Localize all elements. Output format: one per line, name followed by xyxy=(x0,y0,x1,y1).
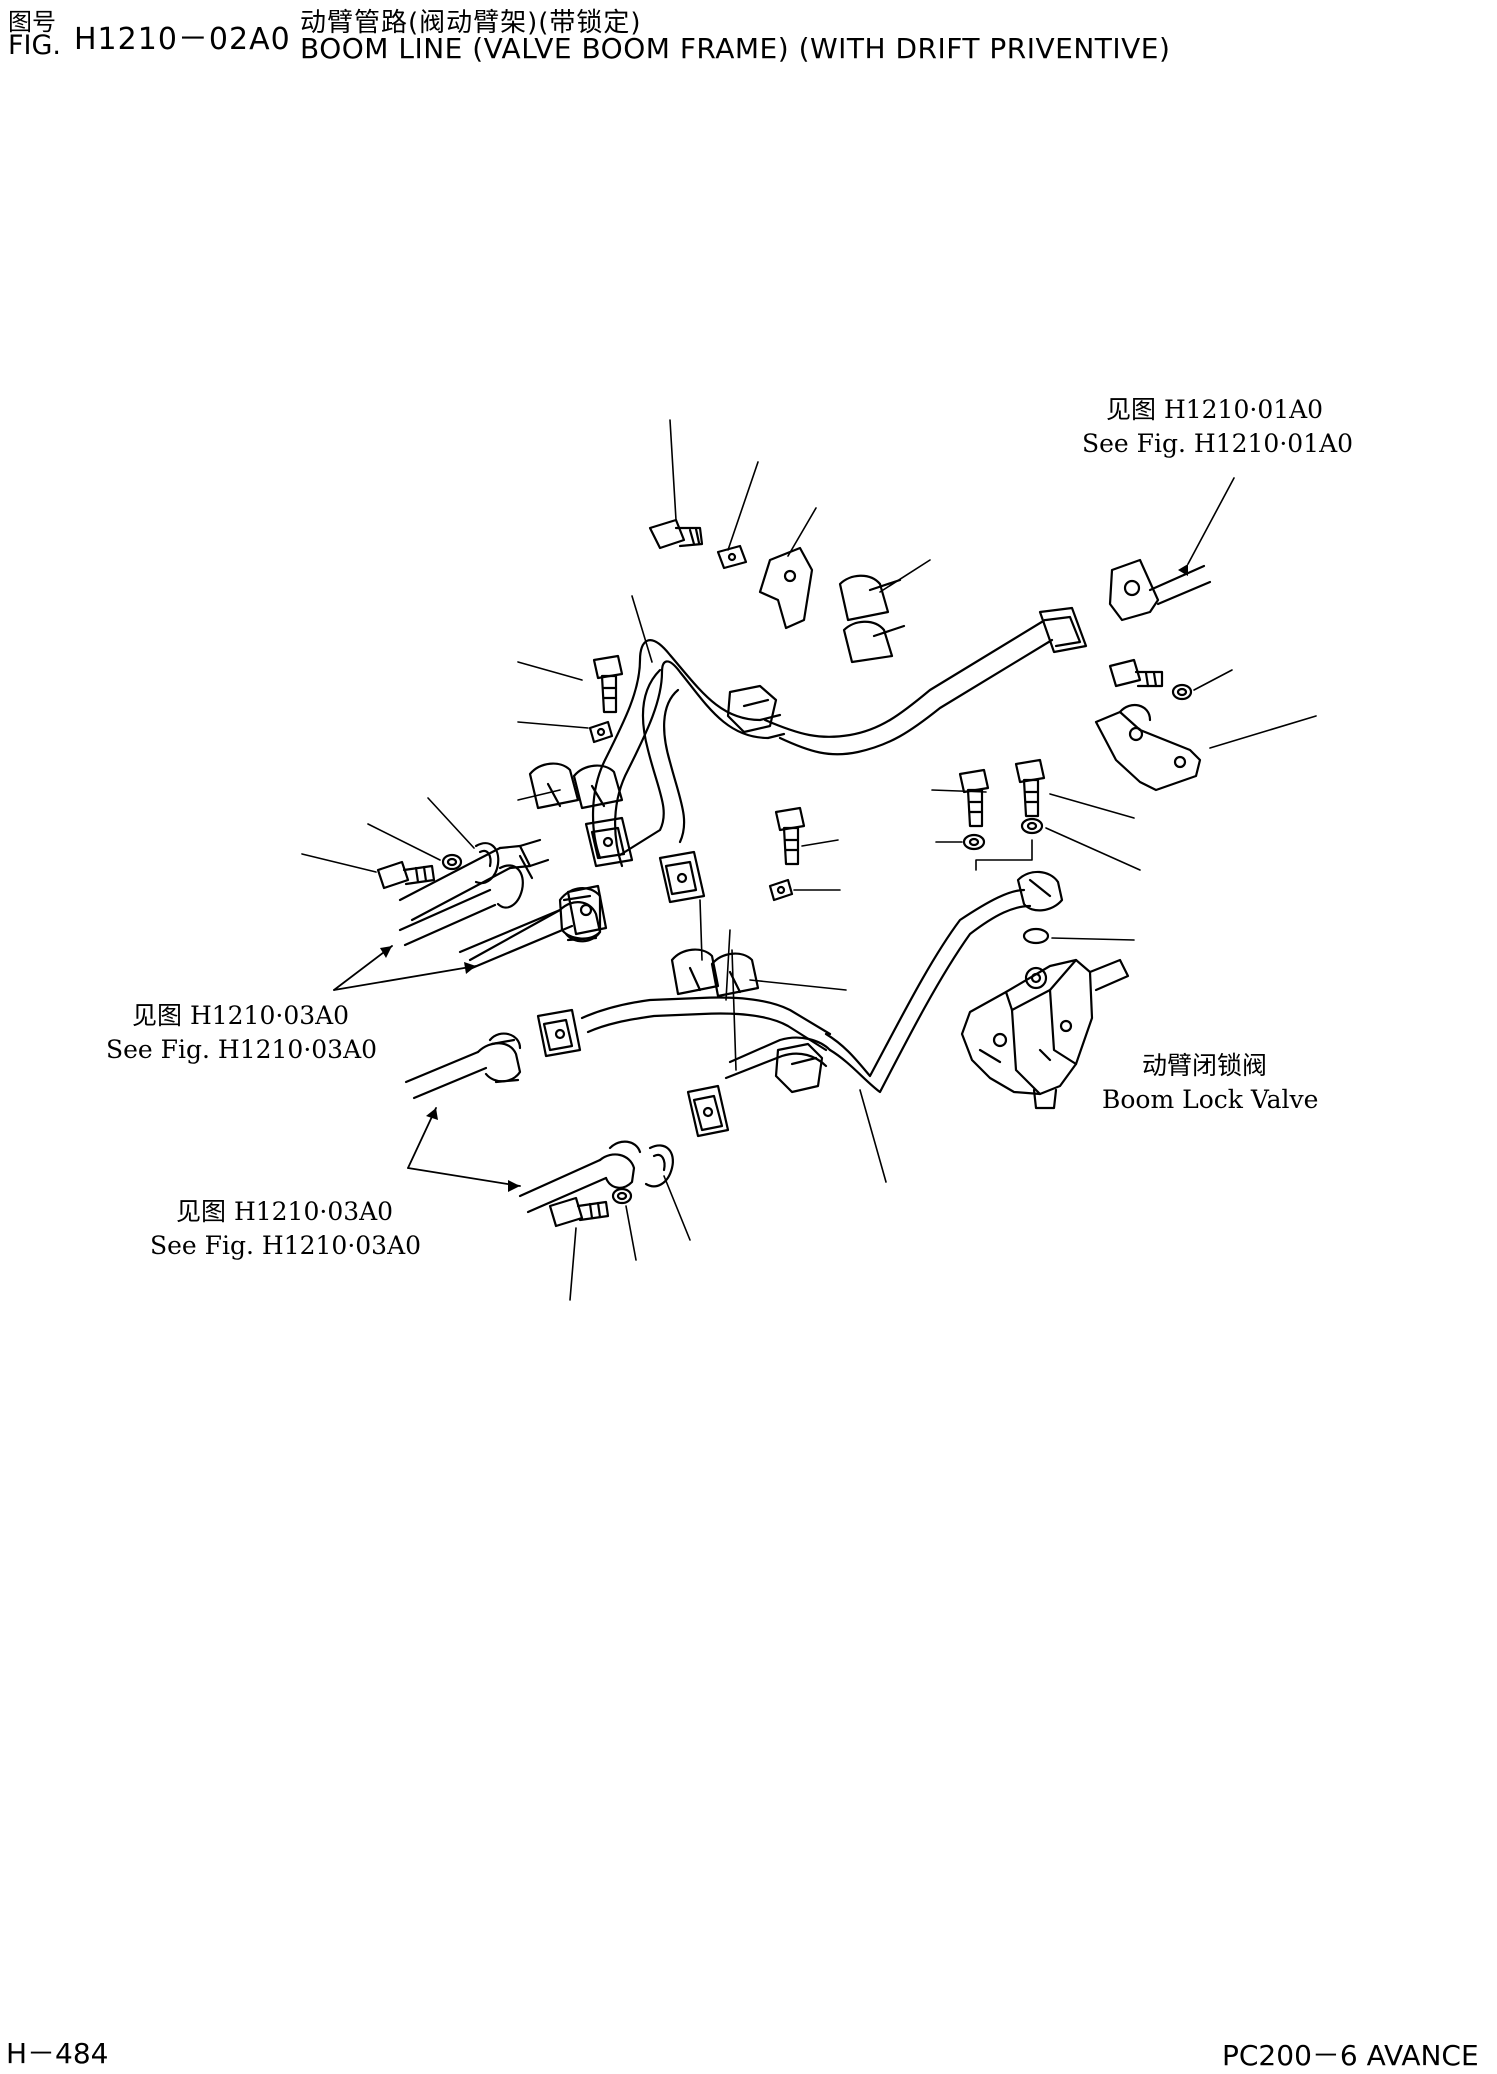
top-bolt xyxy=(648,518,704,550)
boom-lock-valve xyxy=(960,958,1130,1110)
lower-flange-middle xyxy=(686,1084,730,1138)
valve-label-en: Boom Lock Valve xyxy=(1102,1085,1319,1114)
left-lower-bolt xyxy=(376,860,436,890)
top-clamp-bracket xyxy=(758,546,814,630)
middle-washer-plate xyxy=(768,878,794,902)
fig-label: FIG. xyxy=(8,30,61,61)
reference-1-cn: 见图 H1210·01A0 xyxy=(1106,395,1324,424)
reference-arrows xyxy=(333,945,521,1187)
lower-flange-left xyxy=(536,1008,582,1058)
figure-number: H1210－02A0 xyxy=(74,22,291,57)
upper-left-leg xyxy=(618,668,686,857)
middle-bolt xyxy=(774,806,806,866)
page-number: H－484 xyxy=(6,2037,109,2070)
reference-3-cn: 见图 H1210·03A0 xyxy=(176,1197,394,1226)
upper-flange-left xyxy=(584,816,634,868)
left-pipe-clamp-pair xyxy=(528,762,624,810)
left-washer-plate xyxy=(588,720,614,744)
upper-flange-middle xyxy=(658,850,706,904)
model-name: PC200－6 AVANCE xyxy=(1222,2039,1479,2072)
top-right-flange xyxy=(1108,558,1212,622)
upper-tee xyxy=(726,684,778,734)
lower-left-hose xyxy=(404,1032,522,1100)
title-en: BOOM LINE (VALVE BOOM FRAME) (WITH DRIFT… xyxy=(300,32,1171,65)
valve-elbow xyxy=(1016,870,1064,912)
reference-2-en: See Fig. H1210·03A0 xyxy=(106,1035,378,1064)
left-lower-washer xyxy=(441,853,463,871)
right-bracket xyxy=(1094,703,1202,792)
right-washers xyxy=(962,817,1044,851)
lower-tube xyxy=(580,888,1032,1094)
right-washer-upper xyxy=(1171,683,1193,701)
middle-flange xyxy=(566,884,608,936)
middle-hose xyxy=(458,894,602,970)
valve-label-cn: 动臂闭锁阀 xyxy=(1142,1051,1268,1080)
lower-hose-2 xyxy=(518,1140,642,1214)
reference-3-en: See Fig. H1210·03A0 xyxy=(150,1231,422,1260)
left-bolt xyxy=(592,654,624,714)
right-bolt-2 xyxy=(1014,758,1046,818)
valve-oring xyxy=(1022,927,1050,945)
upper-left-split-flange xyxy=(496,854,534,909)
lower-tee xyxy=(774,1042,824,1094)
right-bolt-upper xyxy=(1108,658,1164,688)
reference-2-cn: 见图 H1210·03A0 xyxy=(132,1001,350,1030)
top-washer-plate xyxy=(716,544,748,570)
title-cn: 动臂管路(阀动臂架)(带锁定) xyxy=(300,8,642,38)
left-half-clamp xyxy=(474,842,500,885)
upper-tube xyxy=(591,606,1088,868)
middle-pipe-clamp-pair xyxy=(670,948,760,998)
fig-label-cn: 图号 xyxy=(8,8,56,36)
leader-lines xyxy=(301,419,1317,1301)
reference-1-en: See Fig. H1210·01A0 xyxy=(1082,429,1354,458)
right-bolt-1 xyxy=(958,768,990,828)
lower-washer xyxy=(611,1187,633,1205)
lower-bolt xyxy=(548,1196,610,1228)
top-pipe-clamp-pair xyxy=(838,574,906,664)
lower-half-clamp xyxy=(644,1144,674,1188)
